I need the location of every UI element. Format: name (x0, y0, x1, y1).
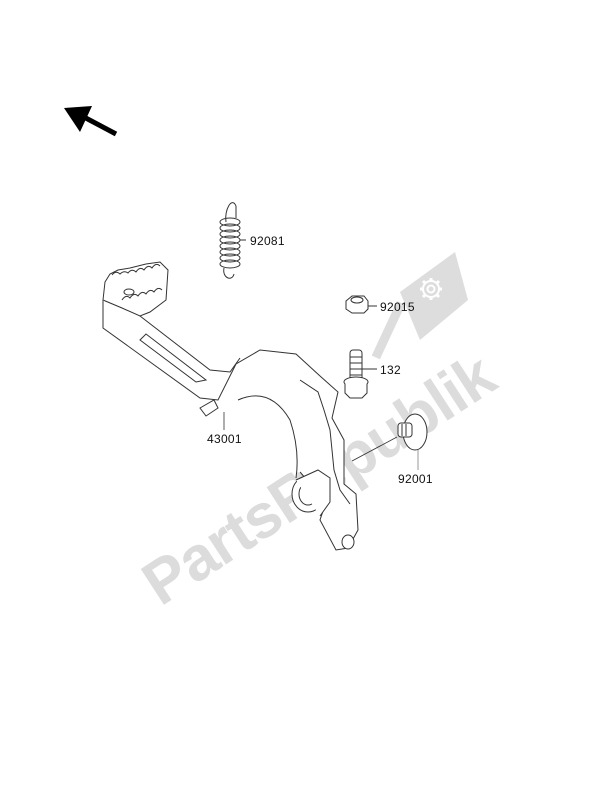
direction-arrow-icon (64, 106, 118, 137)
brake-pedal-part-43001 (102, 261, 359, 551)
part-label-92001[interactable]: 92001 (398, 472, 433, 486)
nut-part-92015 (345, 295, 377, 314)
watermark-gear-icon (420, 278, 442, 300)
part-label-43001[interactable]: 43001 (207, 432, 242, 446)
bolt-part-92001 (351, 413, 428, 470)
part-label-92081[interactable]: 92081 (250, 234, 285, 248)
bolt-part-132 (343, 349, 377, 399)
spring-part-92081 (219, 202, 246, 279)
part-label-132[interactable]: 132 (380, 363, 401, 377)
part-label-92015[interactable]: 92015 (380, 300, 415, 314)
